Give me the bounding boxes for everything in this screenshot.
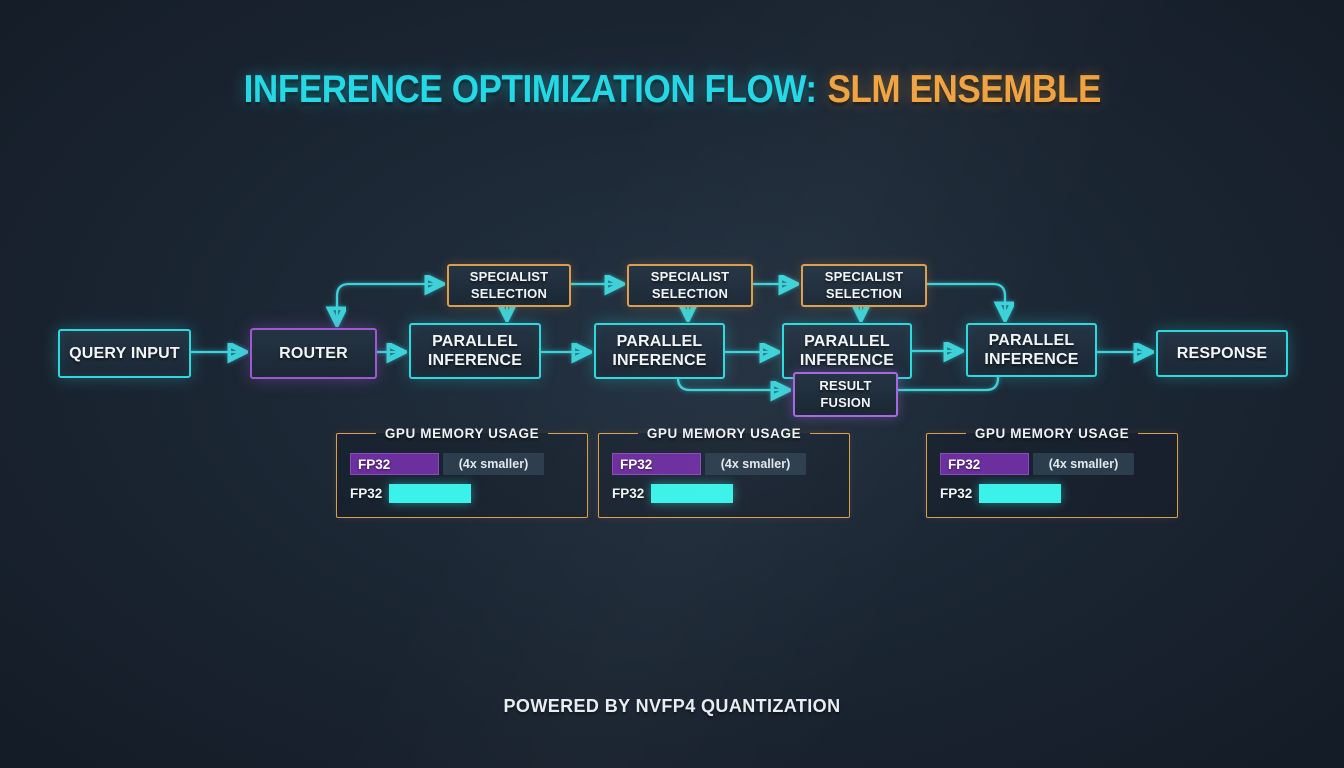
node-result-fusion: RESULT FUSION xyxy=(793,372,898,417)
node-specialist-selection-2: SPECIALIST SELECTION xyxy=(627,264,753,307)
quantized-memory-row: FP32 xyxy=(350,484,574,503)
node-router: ROUTER xyxy=(250,328,377,379)
memory-savings-note: (4x smaller) xyxy=(705,453,806,475)
node-specialist-selection-3: SPECIALIST SELECTION xyxy=(801,264,927,307)
memory-savings-note: (4x smaller) xyxy=(443,453,544,475)
quantized-memory-bar xyxy=(389,484,472,503)
fp32-memory-bar: FP32 xyxy=(940,453,1029,475)
gpu-panel-title: GPU MEMORY USAGE xyxy=(384,426,540,441)
quantized-row-label: FP32 xyxy=(612,486,645,501)
fp32-memory-row: FP32 (4x smaller) xyxy=(350,453,574,475)
fp32-memory-bar: FP32 xyxy=(350,453,439,475)
gpu-memory-panel-1: GPU MEMORY USAGE FP32 (4x smaller) FP32 xyxy=(336,426,588,518)
node-response: RESPONSE xyxy=(1156,330,1288,377)
node-query-input: QUERY INPUT xyxy=(58,329,191,378)
gpu-panel-title: GPU MEMORY USAGE xyxy=(646,426,802,441)
quantized-memory-bar xyxy=(651,484,734,503)
node-parallel-inference-3: PARALLEL INFERENCE xyxy=(782,323,912,379)
page-title: INFERENCE OPTIMIZATION FLOW:SLM ENSEMBLE xyxy=(0,68,1344,112)
arrow-router-ss1-loop xyxy=(337,284,439,321)
quantized-memory-row: FP32 xyxy=(612,484,836,503)
footer-caption: POWERED BY NVFP4 QUANTIZATION xyxy=(503,696,841,716)
node-parallel-inference-4: PARALLEL INFERENCE xyxy=(966,323,1097,377)
quantized-row-label: FP32 xyxy=(350,486,383,501)
fp32-memory-row: FP32 (4x smaller) xyxy=(612,453,836,475)
page-title-secondary: SLM ENSEMBLE xyxy=(827,68,1101,111)
gpu-memory-panel-2: GPU MEMORY USAGE FP32 (4x smaller) FP32 xyxy=(598,426,850,518)
node-specialist-selection-1: SPECIALIST SELECTION xyxy=(447,264,571,307)
arrow-ss3-to-pi4 xyxy=(924,282,1005,316)
node-parallel-inference-2: PARALLEL INFERENCE xyxy=(594,323,725,379)
gpu-memory-panel-3: GPU MEMORY USAGE FP32 (4x smaller) FP32 xyxy=(926,426,1178,518)
node-parallel-inference-1: PARALLEL INFERENCE xyxy=(409,323,541,379)
memory-savings-note: (4x smaller) xyxy=(1033,453,1134,475)
quantized-memory-bar xyxy=(979,484,1062,503)
fp32-memory-row: FP32 (4x smaller) xyxy=(940,453,1164,475)
quantized-row-label: FP32 xyxy=(940,486,973,501)
page-title-primary: INFERENCE OPTIMIZATION FLOW: xyxy=(243,68,817,111)
gpu-panel-title: GPU MEMORY USAGE xyxy=(974,426,1130,441)
quantized-memory-row: FP32 xyxy=(940,484,1164,503)
fp32-memory-bar: FP32 xyxy=(612,453,701,475)
